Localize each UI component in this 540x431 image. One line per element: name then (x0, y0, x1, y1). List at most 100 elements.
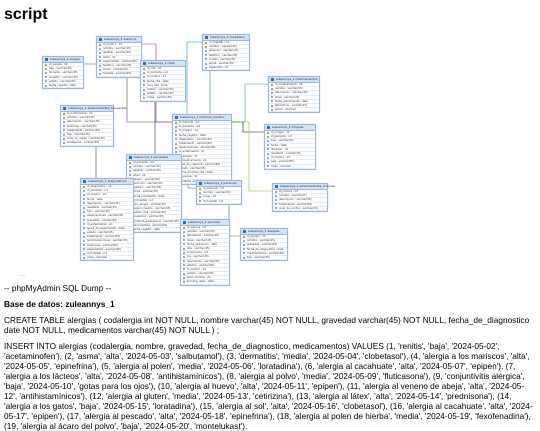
db-field-row: hospital : varchar(45) (97, 72, 141, 77)
db-field-name: id_sangre : int (49, 63, 68, 66)
db-table-header: zuleannys_1 vacunas (181, 220, 229, 226)
db-field-name: gravedad : varchar(45) (87, 218, 118, 222)
db-field-row: estado : varchar(45) (81, 231, 133, 236)
db-field-name: motivo : varchar(45) (147, 87, 174, 91)
db-field-row: nivel_de_riesgo : varchar(45) (61, 137, 113, 142)
db-field-name: id_medico : int (187, 267, 207, 271)
column-icon (183, 260, 185, 263)
db-field-row: proxima_dosis : date (181, 280, 229, 285)
primary-key-icon (143, 67, 145, 70)
db-field-name: dosis : varchar(45) (275, 95, 300, 99)
column-icon (63, 141, 65, 144)
db-field-row: id_paciente : int (81, 189, 133, 194)
column-icon (45, 76, 47, 79)
db-field-row: laboratorio : varchar(45) (269, 104, 319, 109)
column-icon (143, 75, 145, 78)
db-field-name: fecha_cita : date (147, 79, 169, 83)
db-field-row: id_hospital : int (197, 200, 241, 204)
db-field-name: receptor : varchar(45) (49, 75, 78, 79)
db-field-name: medicamentos : varchar(45) (247, 251, 284, 255)
db-field-name: nivel_de_riesgo : varchar(45) (67, 137, 105, 141)
db-field-name: especialidad : varchar(45) (87, 247, 121, 251)
db-table-header: zuleannys_1 sangre (43, 57, 83, 63)
db-field-row: telefono : varchar(45) (97, 63, 141, 69)
db-field-name: lote : varchar(45) (187, 246, 210, 250)
db-field-name: fecha_registro : date (49, 83, 76, 87)
db-field-name: seguro_medico : varchar(45) (133, 207, 171, 211)
column-icon (183, 272, 185, 275)
db-field-row: direccion : varchar(45) (203, 49, 249, 54)
db-field-row: nombre : varchar(45) (61, 116, 113, 121)
db-field-name: descripcion : varchar(45) (279, 198, 312, 202)
db-field-name: telefono : varchar(45) (103, 63, 132, 67)
db-field-name: tipo_sangre : varchar(45) (133, 202, 166, 206)
db-field-name: fecha_vencimiento : date (275, 99, 308, 103)
db-field-row: email : varchar(45) (203, 62, 249, 67)
db-field-name: genero : varchar(45) (133, 177, 160, 181)
column-icon (275, 207, 277, 210)
column-icon (275, 203, 277, 206)
db-field-name: estado : varchar(45) (49, 79, 76, 83)
db-field-name: id_medico : int (179, 129, 199, 133)
db-field-row: id_paciente : int (265, 135, 315, 140)
db-field-row: nombre : varchar(45) (269, 87, 319, 92)
db-field-name: fecha_de_seguimiento : date (87, 226, 125, 230)
db-field-row: gravedad : varchar(45) (241, 243, 287, 248)
db-field-row: telefono : varchar(45) (203, 54, 249, 58)
table-icon (183, 221, 186, 224)
insert-statement: INSERT INTO alergias (codalergia, nombre… (4, 341, 533, 431)
ellipsis: ... (20, 272, 26, 278)
db-field-row: nombre : varchar(45) (97, 47, 141, 52)
column-icon (63, 133, 65, 136)
db-table-name: zuleannys_1 enfermedades_cronicas (280, 184, 336, 188)
db-field-name: hora_cita : time (147, 83, 168, 87)
column-icon (243, 252, 245, 255)
db-field-row: estado : varchar(45) (181, 272, 229, 277)
db-field-name: gravedad : varchar(45) (247, 243, 278, 247)
db-field-row: diagnostico : varchar(45) (173, 138, 231, 142)
db-field-name: nacionalidad : varchar(45) (133, 223, 168, 227)
db-field-row: edad : int (127, 174, 181, 178)
db-table-header: zuleannys_1 enfermedades_cronicas (273, 184, 335, 190)
db-field-name: id_vacuna : int (187, 226, 206, 229)
db-field-row: nombre : varchar(45) (181, 230, 229, 235)
column-icon (99, 47, 101, 50)
db-table-name: zuleannys_1 hospitales (210, 35, 245, 39)
db-field-name: id_enfermedad : int (87, 222, 113, 226)
column-icon (83, 193, 85, 196)
column-icon (83, 227, 85, 230)
primary-key-icon (205, 41, 207, 44)
column-icon (243, 256, 245, 259)
db-field-name: descripcion : varchar(45) (275, 91, 308, 95)
column-icon (99, 72, 101, 75)
column-icon (183, 247, 185, 250)
db-field-name: efectos : varchar(45) (187, 263, 215, 267)
db-field-row: id_paciente : int (173, 125, 231, 130)
db-field-row: descripcion : varchar(45) (61, 120, 113, 125)
column-icon (183, 268, 185, 271)
db-field-name: edad_minima : int (187, 276, 211, 280)
table-icon (275, 185, 278, 188)
column-icon (83, 240, 85, 243)
column-icon (183, 230, 185, 233)
primary-key-icon (63, 112, 65, 115)
db-field-name: fecha_registro : date (133, 228, 160, 231)
db-field-name: sintomas : varchar(45) (67, 124, 97, 128)
db-field-row: tratamiento : varchar(45) (273, 203, 327, 207)
db-field-row: especialidad : varchar(45) (81, 248, 133, 252)
db-field-row: descripcion : varchar(45) (181, 260, 229, 264)
